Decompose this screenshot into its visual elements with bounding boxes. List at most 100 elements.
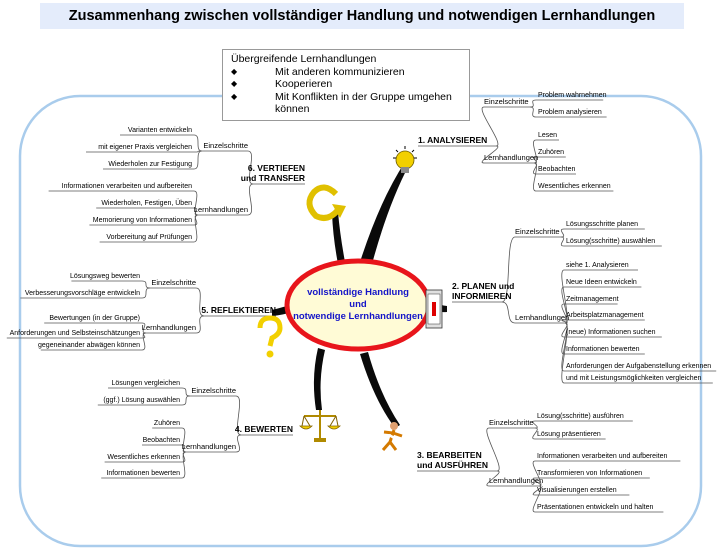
leaf-item: Wesentliches erkennen [107, 454, 180, 461]
connector-line [529, 99, 537, 108]
leaf-item: (ggf.) Lösung auswählen [103, 397, 180, 404]
connector-line [193, 150, 203, 170]
connector-line [181, 451, 187, 479]
leaf-item: Wesentliches erkennen [538, 183, 611, 190]
center-line-1: vollständige Handlung [307, 287, 409, 298]
leaf-item: Transformieren von Informationen [537, 470, 642, 477]
connector-line [181, 427, 187, 453]
leaf-item: (neue) Informationen suchen [566, 329, 656, 336]
leaf-item: Arbeitsplatzmanagement [566, 312, 643, 319]
connector-line [532, 485, 542, 513]
sub-label-einzelschritte: Einzelschritte [151, 278, 196, 287]
connector-line [141, 287, 151, 299]
connector-line [235, 395, 242, 436]
info-item: Kooperieren [275, 78, 333, 90]
runner-icon [381, 422, 403, 451]
sub-label-lernhandlungen: Lernhandlungen [489, 476, 543, 485]
connector-line [193, 214, 199, 243]
leaf-item: Lösungsschritte planen [566, 221, 638, 228]
sub-label-einzelschritte: Einzelschritte [484, 97, 529, 106]
leaf-item: Problem wahrnehmen [538, 92, 607, 99]
leaf-item: Varianten entwickeln [128, 127, 192, 134]
leaf-item: Lösung(sschritte) ausführen [537, 413, 624, 420]
connector-line [247, 150, 254, 185]
connector-line [533, 162, 537, 192]
leaf-item: Lesen [538, 132, 557, 139]
leaf-item: siehe 1. Analysieren [566, 262, 629, 269]
info-box-heading: Übergreifende Lernhandlungen [231, 53, 377, 65]
connector-line [481, 106, 499, 147]
leaf-item: Wiederholen zur Festigung [108, 161, 192, 168]
connector-line [560, 236, 565, 247]
connector-line [561, 322, 568, 384]
leaf-item: Verbesserungsvorschläge entwickeln [25, 290, 140, 297]
center-line-3: notwendige Lernhandlungen [293, 311, 423, 322]
central-node: vollständige Handlung und notwendige Ler… [284, 258, 432, 352]
connector-line [529, 106, 537, 118]
question-mark-icon [257, 315, 283, 358]
connector-line [193, 134, 203, 152]
leaf-item: gegeneinander abwägen können [38, 342, 140, 349]
leaf-item: Präsentationen entwickeln und halten [537, 504, 653, 511]
leaf-item: Anforderungen und Selbsteinschätzungen [10, 330, 140, 337]
connector-line [532, 427, 538, 440]
leaf-item: Beobachten [538, 166, 575, 173]
sub-label-lernhandlungen: Lernhandlungen [182, 442, 236, 451]
connector-line [501, 301, 516, 324]
connector-line [481, 145, 499, 164]
bullet-icon: ◆ [231, 66, 238, 76]
leaf-item: Beobachten [143, 437, 180, 444]
leaf-item: Neue Ideen entwickeln [566, 279, 637, 286]
leaf-item: Lösungsweg bewerten [70, 273, 140, 280]
leaf-item: Wiederholen, Festigen, Üben [101, 199, 192, 207]
info-item: Mit anderen kommunizieren [275, 65, 405, 78]
leaf-item: Zuhören [154, 420, 180, 427]
connector-line [247, 183, 254, 216]
leaf-item: Zeitmanagement [566, 296, 619, 303]
leaf-item: Memorierung von Informationen [93, 217, 192, 224]
branch-title-analysieren: 1. ANALYSIEREN [418, 135, 487, 145]
branch-title-bearbeiten: 3. BEARBEITEN [417, 450, 482, 460]
bullet-icon: ◆ [231, 79, 238, 88]
calendar-icon [425, 289, 443, 329]
connector-line [195, 287, 205, 317]
connector-line [181, 387, 191, 397]
connector-line [141, 332, 147, 351]
connector-line [486, 470, 500, 487]
sub-label-lernhandlungen: Lernhandlungen [515, 313, 569, 322]
connector-line [181, 395, 191, 406]
branch-title-planen-line2: INFORMIEREN [452, 291, 512, 301]
leaf-item: Informationen bewerten [106, 470, 180, 477]
sub-label-lernhandlungen: Lernhandlungen [194, 205, 248, 214]
connector-line [195, 315, 205, 334]
sub-label-lernhandlungen: Lernhandlungen [142, 323, 196, 332]
sub-label-lernhandlungen: Lernhandlungen [484, 153, 538, 162]
leaf-item: Zuhören [538, 149, 564, 156]
leaf-item: Informationen bewerten [566, 346, 640, 353]
leaf-item: Problem analysieren [538, 109, 602, 116]
connector-line [501, 236, 516, 303]
sub-label-einzelschritte: Einzelschritte [515, 227, 560, 236]
connector-line [532, 460, 542, 487]
leaf-item: Lösung(sschritte) auswählen [566, 238, 655, 245]
sub-label-einzelschritte: Einzelschritte [203, 141, 248, 150]
branch-title-planen: 2. PLANEN und [452, 281, 514, 291]
bullet-icon: ◆ [231, 91, 238, 101]
leaf-item: Bewertungen (in der Gruppe) [49, 315, 140, 322]
connector-line [235, 434, 242, 453]
leaf-item: Visualisierungen erstellen [537, 487, 617, 494]
overarching-activities-box: Übergreifende Lernhandlungen ◆ Mit andere… [222, 49, 470, 121]
diagram-title: Zusammenhang zwischen vollständiger Hand… [40, 3, 684, 29]
leaf-item: Lösungen vergleichen [112, 380, 181, 387]
branch-title-bearbeiten-line2: und AUSFÜHREN [417, 460, 488, 470]
branch-title-vertiefen-line2: und TRANSFER [241, 173, 305, 183]
loop-arrow-icon [306, 184, 346, 221]
leaf-item: Informationen verarbeiten und aufbereite… [62, 183, 192, 190]
branch-title-bewerten: 4. BEWERTEN [235, 424, 293, 434]
connector-line [560, 228, 565, 238]
leaf-item: mit eigener Praxis vergleichen [98, 144, 192, 151]
connector-line [486, 427, 500, 472]
leaf-item: Lösung präsentieren [537, 431, 601, 438]
connector-line [533, 139, 537, 164]
info-item: Mit Konflikten in der Gruppe umgehen kön… [275, 90, 452, 116]
